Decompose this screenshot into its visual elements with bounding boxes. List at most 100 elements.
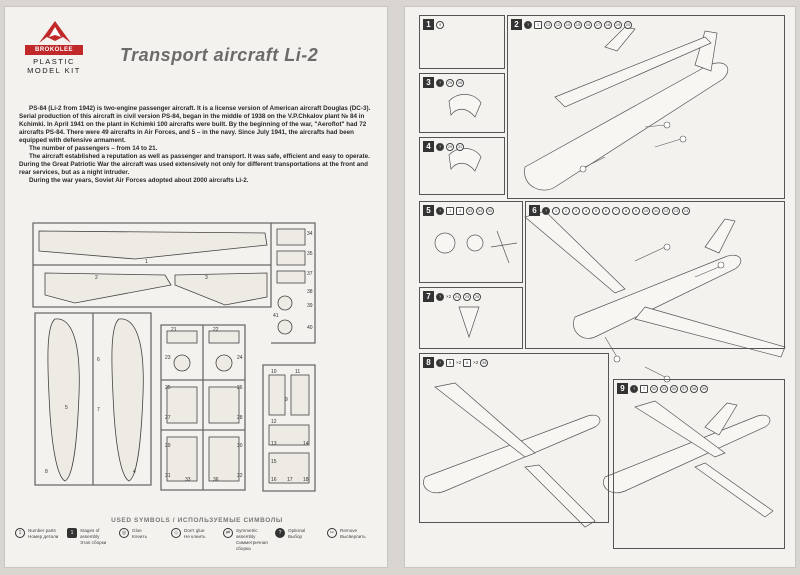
assembly-step: 1 9 bbox=[419, 15, 505, 69]
quantity-label: ×2 bbox=[446, 294, 452, 299]
assembly-step: 6 ? 1 2 3 4 5 6 7 8 9 10 11 12 13 14 bbox=[525, 201, 785, 349]
sprue-diagram: 1 2 3 4 5 6 7 8 34 35 37 38 39 40 41 21 … bbox=[15, 215, 375, 507]
step-number: 6 bbox=[529, 205, 540, 216]
used-symbols-legend: USED SYMBOLS / ИСПОЛЬЗУЕМЫЕ СИМВОЛЫ 1 Nu… bbox=[15, 517, 379, 552]
assembly-step: 2 ? 1 13 12 10 15 16 17 18 19 20 bbox=[507, 15, 785, 199]
assembly-step: 9 ? 7 32 33 30 37 38 39 bbox=[613, 379, 785, 549]
part-chip: 38 bbox=[690, 384, 698, 393]
part-number: 35 bbox=[307, 251, 313, 257]
part-number: 27 bbox=[165, 415, 171, 421]
history-paragraph: During the war years, Soviet Air Forces … bbox=[29, 177, 249, 184]
logo-ribbon: BROKOLEE bbox=[25, 45, 83, 55]
step-number: 1 bbox=[423, 19, 434, 30]
part-chip: 1 bbox=[534, 20, 542, 29]
part-chip: 39 bbox=[700, 384, 708, 393]
part-chip: 19 bbox=[614, 20, 622, 29]
part-chip: 12 bbox=[554, 20, 562, 29]
part-chip: 20 bbox=[624, 20, 632, 29]
part-number: 8 bbox=[45, 469, 48, 475]
part-chip: 5 bbox=[446, 358, 454, 367]
step-number: 7 bbox=[423, 291, 434, 302]
part-number: 31 bbox=[165, 473, 171, 479]
optional-icon: ? bbox=[436, 142, 444, 151]
part-number: 34 bbox=[307, 231, 313, 237]
part-chip: 32 bbox=[650, 384, 658, 393]
part-number: 15 bbox=[271, 459, 277, 465]
part-chip: 11 bbox=[652, 206, 660, 215]
part-number: 17 bbox=[287, 477, 293, 483]
optional-icon: ? bbox=[436, 206, 444, 215]
assembly-step: 3 ? 29 28 bbox=[419, 73, 505, 133]
history-text: PS-84 (Li-2 from 1942) is two-engine pas… bbox=[19, 105, 375, 185]
part-number: 11 bbox=[295, 369, 301, 375]
part-number: 13 bbox=[271, 441, 277, 447]
symbols-title: USED SYMBOLS / ИСПОЛЬЗУЕМЫЕ СИМВОЛЫ bbox=[111, 517, 283, 524]
optional-icon: ? bbox=[436, 358, 444, 367]
part-number: 41 bbox=[273, 313, 279, 319]
part-chip: 9 bbox=[632, 206, 640, 215]
page-title: Transport aircraft Li-2 bbox=[120, 45, 319, 65]
part-number: 10 bbox=[271, 369, 277, 375]
assembly-step: 7 ? ×2 24 25 26 bbox=[419, 287, 523, 349]
part-chip: 13 bbox=[672, 206, 680, 215]
part-number: 24 bbox=[237, 355, 243, 361]
part-number: 36 bbox=[213, 477, 219, 483]
remove-icon: ✂ bbox=[327, 528, 337, 538]
part-chip: 18 bbox=[604, 20, 612, 29]
part-number: 26 bbox=[237, 385, 243, 391]
part-number: 33 bbox=[185, 477, 191, 483]
part-chip: 4 bbox=[582, 206, 590, 215]
step-number: 2 bbox=[511, 19, 522, 30]
part-chip: 29 bbox=[446, 142, 454, 151]
step-number: 8 bbox=[423, 357, 434, 368]
part-chip: 1 bbox=[552, 206, 560, 215]
symmetric-icon: ⇄ bbox=[223, 528, 233, 538]
part-chip: 7 bbox=[612, 206, 620, 215]
assembly-step: 5 ? 1 4 33 34 35 bbox=[419, 201, 523, 283]
part-number: 5 bbox=[65, 405, 68, 411]
history-paragraph: The number of passengers – from 14 to 21… bbox=[29, 145, 158, 152]
part-number: 7 bbox=[97, 407, 100, 413]
quantity-label: ×2 bbox=[456, 360, 462, 365]
assembly-drawings bbox=[423, 26, 786, 528]
part-chip: 37 bbox=[680, 384, 688, 393]
number-parts-icon: 1 bbox=[15, 528, 25, 538]
optional-icon: ? bbox=[436, 78, 444, 87]
part-chip: 9 bbox=[436, 20, 444, 29]
part-chip: 35 bbox=[486, 206, 494, 215]
part-chip: 33 bbox=[660, 384, 668, 393]
glue-icon: ◎ bbox=[119, 528, 129, 538]
part-chip: 2 bbox=[562, 206, 570, 215]
part-chip: 7 bbox=[640, 384, 648, 393]
part-number: 4 bbox=[133, 469, 136, 475]
part-chip: 14 bbox=[682, 206, 690, 215]
part-chip: 17 bbox=[594, 20, 602, 29]
logo-brand-text: PLASTIC MODEL KIT bbox=[27, 57, 81, 75]
assembly-step: 4 ? 29 31 bbox=[419, 137, 505, 195]
assembly-step: 8 ? 5 ×2 6 ×2 36 bbox=[419, 353, 609, 523]
history-paragraph: PS-84 (Li-2 from 1942) is two-engine pas… bbox=[19, 105, 371, 144]
part-number: 14 bbox=[303, 441, 309, 447]
history-paragraph: The aircraft established a reputation as… bbox=[19, 153, 370, 176]
part-number: 39 bbox=[307, 303, 313, 309]
part-chip: 15 bbox=[574, 20, 582, 29]
part-number: 6 bbox=[97, 357, 100, 363]
part-chip: 8 bbox=[622, 206, 630, 215]
part-chip: 16 bbox=[584, 20, 592, 29]
quantity-label: ×2 bbox=[473, 360, 479, 365]
part-chip: 10 bbox=[642, 206, 650, 215]
part-number: 1 bbox=[145, 259, 148, 265]
part-chip: 31 bbox=[456, 142, 464, 151]
part-number: 9 bbox=[285, 397, 288, 403]
part-number: 38 bbox=[307, 289, 313, 295]
part-number: 3 bbox=[205, 275, 208, 281]
dont-glue-icon: ◇ bbox=[171, 528, 181, 538]
part-number: 18 bbox=[303, 477, 309, 483]
